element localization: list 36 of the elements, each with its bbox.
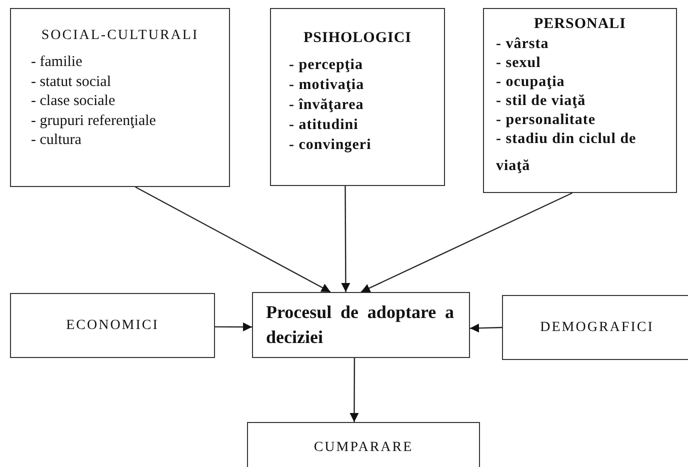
category-label: CUMPARARE bbox=[312, 439, 414, 457]
list-item: - convingeri bbox=[289, 136, 372, 154]
factor-box bbox=[270, 8, 445, 186]
category-label: ECONOMICI bbox=[65, 316, 160, 334]
arrow bbox=[135, 186, 331, 293]
list-item: - personalitate bbox=[496, 111, 597, 130]
process-label: Procesul de adoptare a deciziei bbox=[266, 301, 454, 349]
list-item: - familie bbox=[31, 53, 82, 71]
factor-box bbox=[10, 293, 215, 358]
arrow bbox=[350, 358, 359, 422]
list-item: - cultura bbox=[31, 131, 82, 149]
list-item: - motivaţia bbox=[289, 76, 364, 94]
arrow bbox=[215, 322, 252, 332]
category-heading: SOCIAL-CULTURALI bbox=[40, 27, 200, 45]
list-item: - stadiu din ciclul de viaţă bbox=[496, 130, 638, 176]
category-label: DEMOGRAFICI bbox=[539, 318, 655, 336]
category-heading: PERSONALI bbox=[532, 15, 628, 33]
list-item: - învăţarea bbox=[289, 96, 364, 114]
factor-box bbox=[483, 8, 677, 193]
factor-box bbox=[247, 422, 480, 467]
arrow bbox=[341, 186, 350, 292]
factor-box bbox=[502, 295, 688, 360]
list-item: - ocupaţia bbox=[496, 73, 566, 92]
list-item: - grupuri referenţiale bbox=[31, 112, 156, 130]
arrow bbox=[360, 192, 572, 293]
list-item: - sexul bbox=[496, 54, 542, 73]
category-heading: PSIHOLOGICI bbox=[302, 29, 413, 47]
list-item: - clase sociale bbox=[31, 92, 116, 110]
list-item: - atitudini bbox=[289, 116, 358, 134]
arrow bbox=[470, 324, 502, 333]
list-item: - stil de viaţă bbox=[496, 92, 587, 111]
list-item: - vârsta bbox=[496, 35, 550, 54]
list-item: - statut social bbox=[31, 72, 111, 90]
factor-box bbox=[10, 8, 230, 187]
process-box bbox=[252, 292, 470, 358]
list-item: - percepţia bbox=[289, 56, 363, 74]
